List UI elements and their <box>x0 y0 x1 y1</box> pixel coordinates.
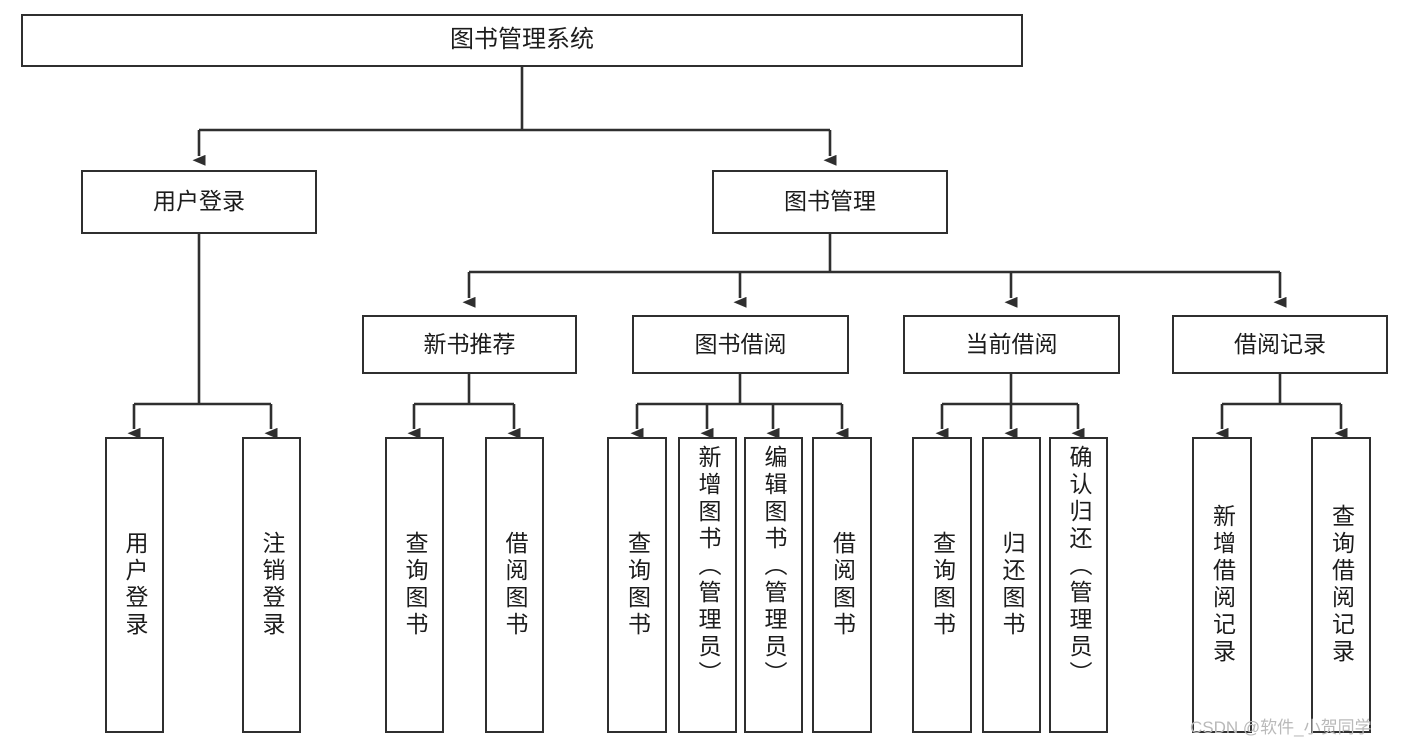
node-current-borrow[interactable]: 当前借阅 <box>903 315 1120 374</box>
node-book-borrow[interactable]: 图书借阅 <box>632 315 849 374</box>
node-new-book-recommend[interactable]: 新书推荐 <box>362 315 577 374</box>
node-label: 用户登录 <box>122 531 148 639</box>
leaf-query-book-borrow[interactable]: 查询图书 <box>607 437 667 733</box>
node-label: 借阅记录 <box>1234 330 1326 357</box>
node-label: 当前借阅 <box>965 330 1058 357</box>
node-label: 新增借阅记录 <box>1209 504 1236 666</box>
leaf-query-borrow-record[interactable]: 查询借阅记录 <box>1311 437 1371 733</box>
leaf-logout-login[interactable]: 注销登录 <box>242 437 301 733</box>
leaf-borrow-book[interactable]: 借阅图书 <box>812 437 872 733</box>
leaf-edit-book[interactable]: 编辑图书（管理员） <box>744 437 803 733</box>
leaf-borrow-book-recommend[interactable]: 借阅图书 <box>485 437 544 733</box>
node-label: 注销登录 <box>259 531 285 639</box>
node-label: 新书推荐 <box>423 330 516 357</box>
leaf-add-book[interactable]: 新增图书（管理员） <box>678 437 737 733</box>
leaf-user-login[interactable]: 用户登录 <box>105 437 164 733</box>
leaf-confirm-return[interactable]: 确认归还（管理员） <box>1049 437 1108 733</box>
node-label: 图书管理 <box>784 188 876 215</box>
node-label: 查询图书 <box>402 531 428 639</box>
node-label: 查询图书 <box>624 531 651 639</box>
node-label: 借阅图书 <box>829 531 856 639</box>
node-label: 编辑图书（管理员） <box>761 445 787 688</box>
node-user-login[interactable]: 用户登录 <box>81 170 317 234</box>
node-root-system[interactable]: 图书管理系统 <box>21 14 1023 67</box>
csdn-watermark: CSDN @软件_小贺同学 <box>1190 718 1372 737</box>
leaf-query-book-recommend[interactable]: 查询图书 <box>385 437 444 733</box>
leaf-return-book[interactable]: 归还图书 <box>982 437 1041 733</box>
node-label: 用户登录 <box>153 188 245 215</box>
node-label: 图书借阅 <box>694 330 787 357</box>
leaf-add-borrow-record[interactable]: 新增借阅记录 <box>1192 437 1252 733</box>
node-label: 归还图书 <box>999 531 1025 639</box>
leaf-query-book-current[interactable]: 查询图书 <box>912 437 972 733</box>
node-label: 确认归还（管理员） <box>1066 445 1092 688</box>
node-borrow-record[interactable]: 借阅记录 <box>1172 315 1388 374</box>
node-book-management[interactable]: 图书管理 <box>712 170 948 234</box>
node-label: 新增图书（管理员） <box>695 445 721 688</box>
node-label: 查询图书 <box>929 531 956 639</box>
node-label: 查询借阅记录 <box>1328 504 1355 666</box>
node-label: 借阅图书 <box>502 531 528 639</box>
node-label: 图书管理系统 <box>450 26 594 54</box>
